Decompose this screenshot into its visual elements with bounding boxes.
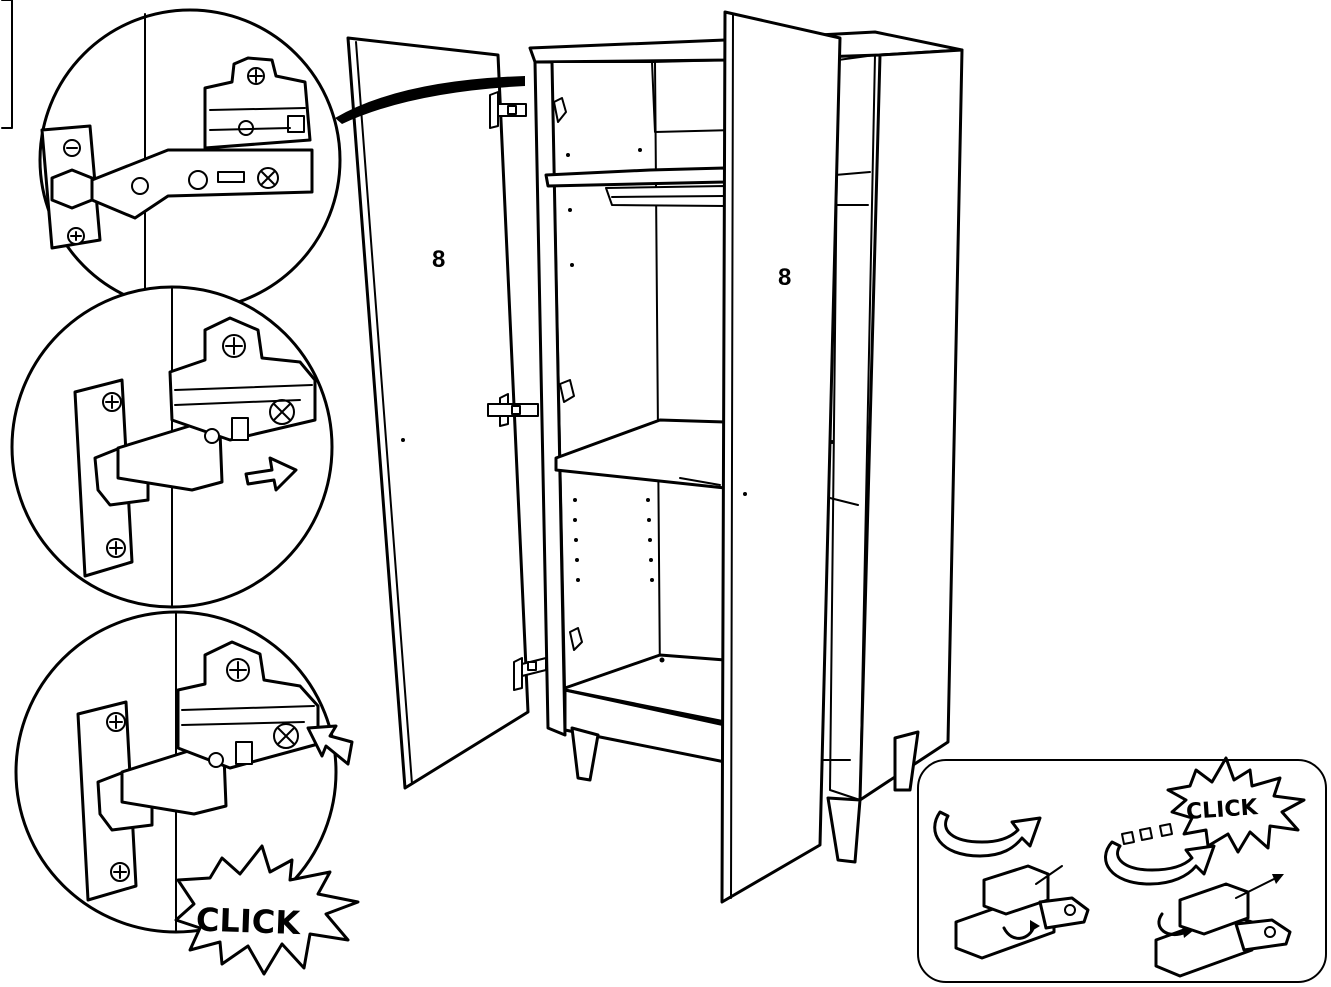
inset-frame (917, 759, 1327, 983)
right-door: 8 (720, 10, 842, 904)
left-door-part-number: 8 (432, 246, 445, 273)
right-door-part-number: 8 (778, 264, 791, 291)
inset-hinge-2 (1154, 874, 1292, 978)
inset-hinge-adjust: CLICK (917, 756, 1327, 983)
slide-direction-arrow (244, 456, 298, 492)
click-text-inset: CLICK (1185, 795, 1259, 825)
right-door-panel (720, 10, 842, 904)
detail-hinge-slide-on (10, 285, 334, 609)
wardrobe (528, 30, 964, 864)
detail-hinge-click (14, 610, 354, 934)
door-hinge-top (489, 91, 527, 129)
click-callout-main: CLICK (174, 844, 360, 976)
magnifier-leader (335, 76, 525, 124)
motion-marks (1121, 823, 1173, 845)
leg-front-right (826, 796, 862, 864)
click-text-main: CLICK (195, 900, 302, 942)
detail-hinge-mounted (38, 8, 342, 312)
leg-front-left (570, 726, 600, 782)
leg-back-right (893, 730, 920, 792)
left-door-panel (346, 36, 530, 790)
hinge-mounting-plate (203, 56, 312, 150)
click-callout-inset: CLICK (1166, 756, 1306, 854)
left-door: 8 (346, 36, 547, 790)
frame-corner (1, 0, 13, 129)
shelf-pin-holes (566, 148, 665, 663)
inset-hinge-1 (954, 864, 1090, 960)
door-hinge-bottom (513, 657, 547, 691)
upper-compartment (651, 59, 736, 133)
cabinet-hinge-plates (553, 97, 583, 651)
wardrobe-right-side (858, 48, 964, 802)
press-direction-arrow (306, 724, 354, 766)
wardrobe-left-side (533, 60, 567, 737)
rotate-arrow-left (933, 810, 1042, 858)
door-hinge-middle (487, 393, 539, 427)
rotate-arrow-right (1104, 840, 1216, 886)
